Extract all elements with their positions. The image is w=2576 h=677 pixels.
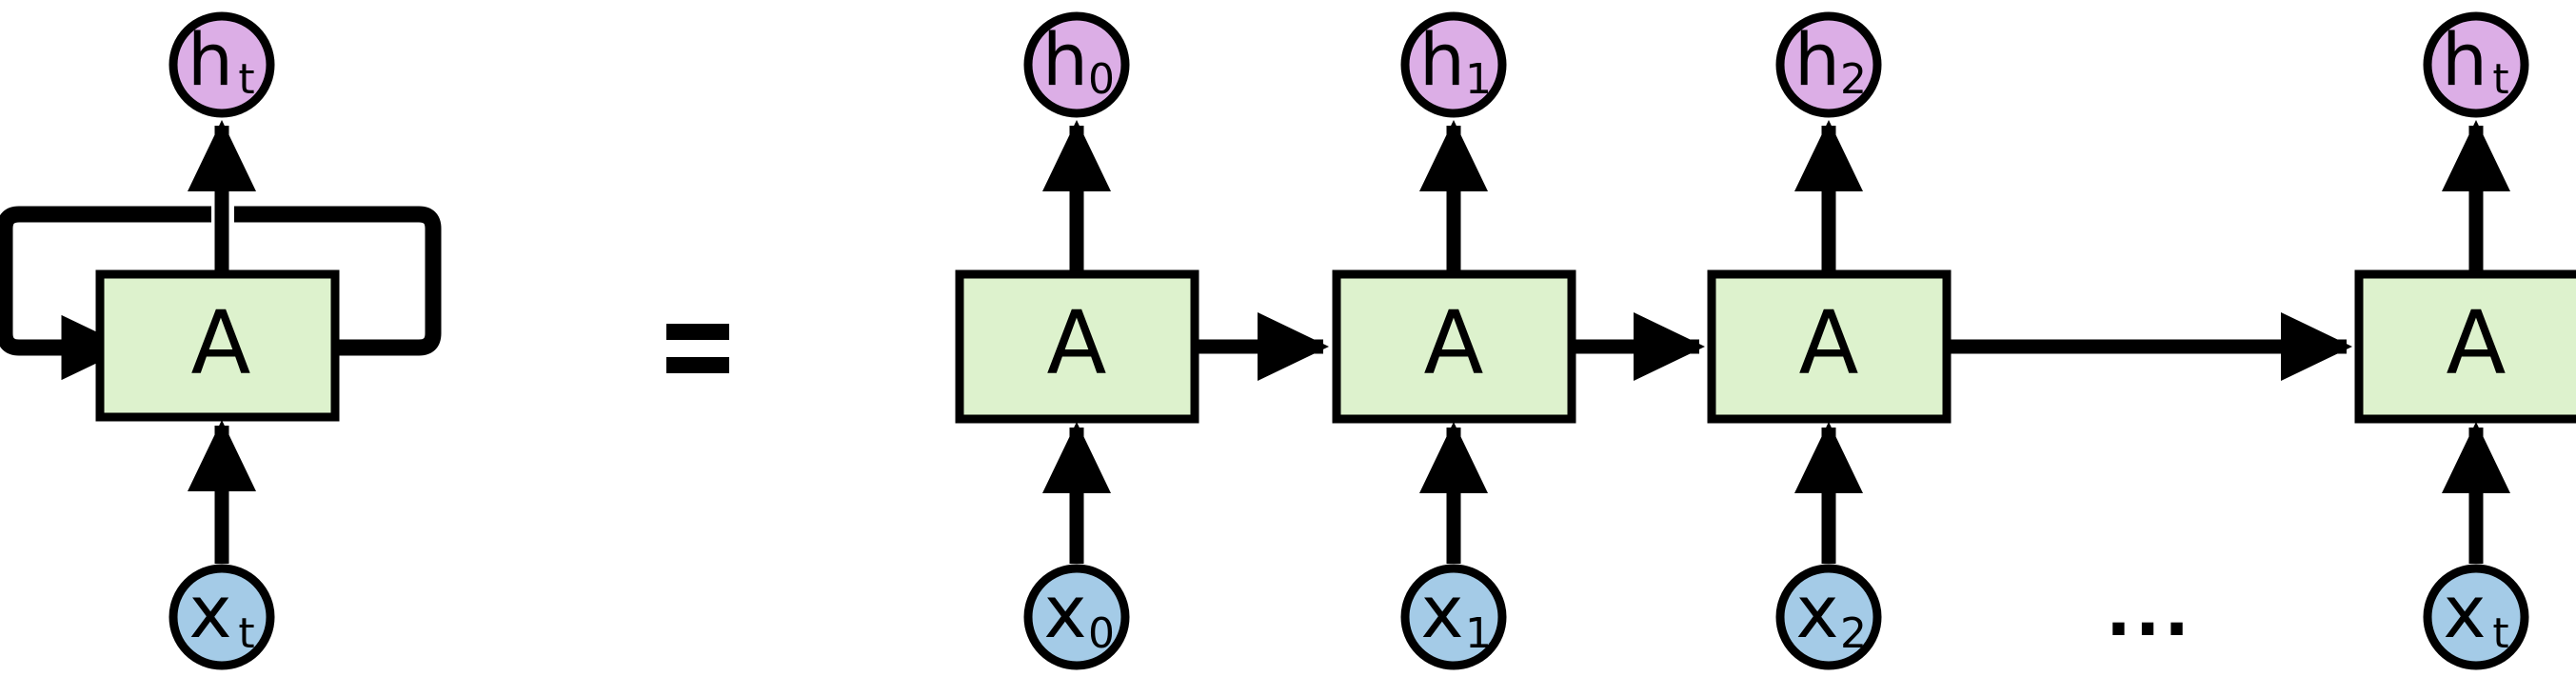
unrolled-step-0: A h 0 x 0 [955, 11, 1199, 670]
step-0-input-node[interactable] [1023, 564, 1130, 670]
step-2-hidden-state-subscript: 2 [1840, 55, 1867, 104]
step-2-cell-box[interactable] [1707, 269, 1952, 424]
unrolled-step-2: A h 2 x 2 [1707, 11, 1952, 670]
step-0-hidden-state-label: h [1042, 17, 1088, 102]
step-0-hidden-state-subscript: 0 [1088, 55, 1115, 104]
step-t-input-subscript: t [2492, 609, 2508, 658]
folded-hidden-state-node[interactable] [168, 11, 275, 118]
step-2-input-node[interactable] [1775, 564, 1882, 670]
folded-hidden-state-label: h [188, 17, 233, 102]
folded-input-label: x [189, 569, 232, 654]
step-t-cell-label: A [2447, 291, 2507, 393]
step-0-input-label: x [1044, 569, 1087, 654]
step-2-cell-label: A [1799, 291, 1859, 393]
unrolled-step-t: A h t x t [2354, 11, 2576, 670]
step-1-hidden-state-subscript: 1 [1465, 55, 1492, 104]
step-1-cell-label: A [1424, 291, 1484, 393]
step-t-hidden-state-node[interactable] [2423, 11, 2529, 118]
folded-rnn-group: A h t x t [0, 11, 442, 670]
step-2-input-subscript: 2 [1840, 609, 1867, 658]
unrolled-step-1: A h 1 x 1 [1332, 11, 1576, 670]
equals-bar-bottom [666, 357, 729, 373]
step-0-hidden-state-node[interactable] [1023, 11, 1130, 118]
step-0-input-subscript: 0 [1088, 609, 1115, 658]
folded-cell-box[interactable] [95, 269, 340, 422]
step-2-hidden-state-label: h [1794, 17, 1840, 102]
step-1-input-node[interactable] [1400, 564, 1507, 670]
step-1-input-label: x [1421, 569, 1464, 654]
step-1-hidden-state-label: h [1419, 17, 1465, 102]
folded-cell-label: A [191, 291, 251, 393]
step-t-hidden-state-label: h [2442, 17, 2487, 102]
step-0-cell-label: A [1047, 291, 1107, 393]
step-t-input-label: x [2444, 569, 2487, 654]
step-1-cell-box[interactable] [1332, 269, 1576, 424]
step-t-hidden-state-subscript: t [2492, 55, 2508, 104]
sequence-ellipsis: ... [2106, 573, 2193, 651]
step-1-input-subscript: 1 [1465, 609, 1492, 658]
folded-input-node[interactable] [168, 564, 275, 670]
step-1-hidden-state-node[interactable] [1400, 11, 1507, 118]
equals-sign-group: = [666, 324, 729, 373]
step-2-input-label: x [1796, 569, 1839, 654]
step-2-hidden-state-node[interactable] [1775, 11, 1882, 118]
unrolled-rnn-group: A h 0 x 0 A h 1 x 1 [955, 11, 2576, 670]
folded-input-subscript: t [238, 609, 254, 658]
folded-hidden-state-subscript: t [238, 55, 254, 104]
equals-bar-top [666, 324, 729, 340]
step-t-input-node[interactable] [2423, 564, 2529, 670]
